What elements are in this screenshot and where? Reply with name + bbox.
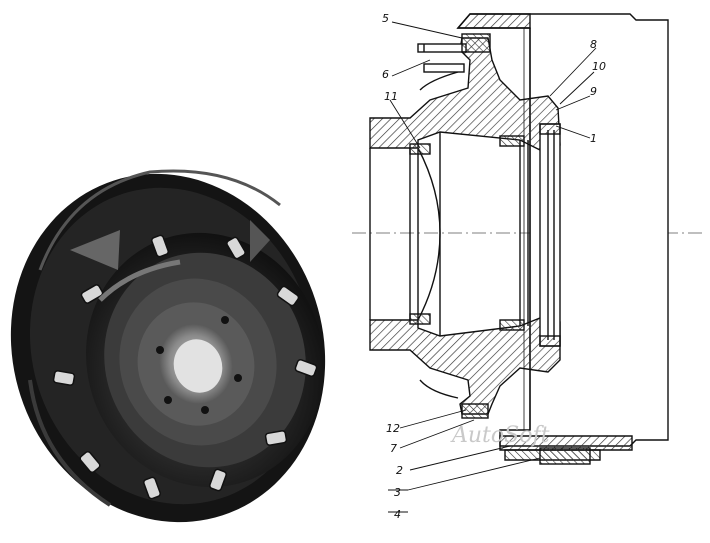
callout-8: 8: [590, 38, 597, 51]
bearing-outer-bottom: [409, 313, 431, 325]
bearing-inner-top: [499, 135, 525, 147]
callout-1: 1: [590, 132, 597, 145]
bearing-outer-top: [409, 143, 431, 155]
hub-lower-section: [369, 317, 561, 415]
stud-bolts: [52, 234, 318, 500]
callout-9: 9: [590, 85, 597, 98]
hub-photo: [10, 169, 326, 523]
callout-10: 10: [592, 60, 606, 73]
callout-3: 3: [394, 486, 401, 499]
bearing-inner-bottom: [499, 319, 525, 331]
section-drawing: [352, 13, 706, 465]
callout-4: 4: [394, 508, 401, 521]
callout-2: 2: [396, 464, 403, 477]
watermark: AutoSoft: [450, 423, 550, 448]
callout-labels: 5 6 8 10 9 11 1 12 7 2 3 4: [382, 12, 606, 521]
callout-5: 5: [382, 12, 389, 25]
hub-upper-section: [369, 37, 561, 151]
callout-7: 7: [390, 442, 397, 455]
callout-6: 6: [382, 68, 389, 81]
callout-12: 12: [386, 422, 400, 435]
callout-11: 11: [384, 90, 398, 103]
leader-lines: [388, 21, 597, 513]
